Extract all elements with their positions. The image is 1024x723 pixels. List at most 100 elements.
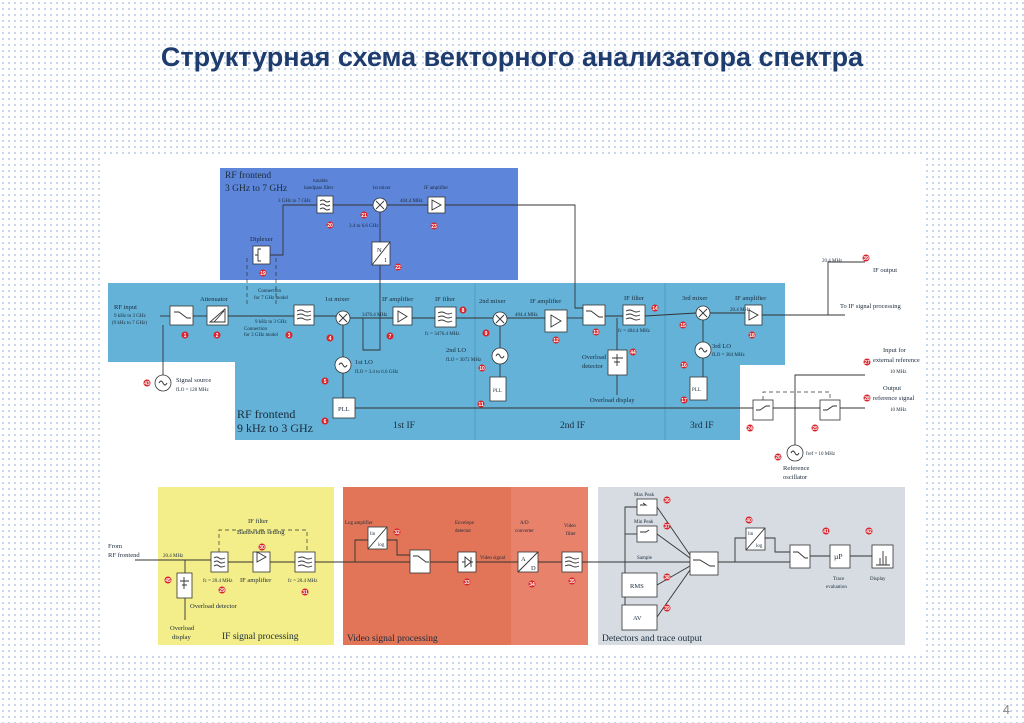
label: 20.4 MHz xyxy=(163,554,184,559)
label: fc = 20.4 MHz xyxy=(203,579,233,584)
label: A/D xyxy=(520,521,529,526)
amplifier-icon xyxy=(550,314,562,328)
badge: 34 xyxy=(528,580,536,588)
label: IF amplifier xyxy=(424,186,448,191)
switch-icon xyxy=(413,555,429,563)
svg-text:16: 16 xyxy=(681,363,687,369)
diplexer-block xyxy=(252,245,271,265)
svg-text:28: 28 xyxy=(864,396,870,402)
svg-text:40: 40 xyxy=(746,518,752,524)
svg-text:22: 22 xyxy=(395,265,401,271)
filter-icon xyxy=(625,309,641,321)
badge: 18 xyxy=(748,331,756,339)
label: 1st mixer xyxy=(325,296,350,303)
svg-text:23: 23 xyxy=(431,224,437,230)
if-processing-labels: From RF frontend 20.4 MHz IF filter Band… xyxy=(108,518,318,642)
badge: 22 xyxy=(394,263,402,271)
spectrum-icon xyxy=(876,551,890,566)
label: IF filter xyxy=(248,518,269,525)
rms-detector-block xyxy=(621,572,658,598)
label: 9 kHz to 3 GHz xyxy=(255,320,287,325)
region-title: RF frontend xyxy=(237,407,295,421)
svg-text:19: 19 xyxy=(260,271,266,277)
badge: 6 xyxy=(321,417,329,425)
svg-text:17: 17 xyxy=(681,398,687,404)
rf-low-labels: RF input 9 kHz to 3 GHz (9 kHz to 7 GHz)… xyxy=(112,289,767,435)
svg-text:6: 6 xyxy=(324,419,327,425)
svg-text:33: 33 xyxy=(464,580,470,586)
pll-block xyxy=(332,397,356,419)
label: Video signal xyxy=(480,556,506,561)
badge: 43 xyxy=(143,379,151,387)
badge: 42 xyxy=(865,527,873,535)
label: Bandwidth setting xyxy=(237,529,285,536)
switch-icon xyxy=(174,311,191,319)
label: 2nd mixer xyxy=(479,298,506,305)
badge: 19 xyxy=(259,269,267,277)
svg-text:7: 7 xyxy=(389,334,392,340)
label: 10 MHz xyxy=(890,370,907,375)
sine-icon xyxy=(790,450,800,456)
label: 2nd LO xyxy=(446,347,466,354)
badge: 39 xyxy=(862,254,870,262)
label: PLL xyxy=(338,406,350,413)
svg-text:8: 8 xyxy=(462,308,465,314)
label: for 3 GHz model xyxy=(244,333,279,338)
label: 1st mixer xyxy=(372,186,391,191)
label: 3rd LO xyxy=(712,343,731,350)
label: From xyxy=(108,543,122,550)
filter-icon xyxy=(297,556,313,568)
label: fref = 10 MHz xyxy=(806,452,836,457)
region-title: IF signal processing xyxy=(222,632,299,642)
label: RF input xyxy=(114,304,137,311)
label: IF filter xyxy=(435,296,456,303)
badge: 17 xyxy=(680,396,688,404)
stage-label: 1st IF xyxy=(393,421,415,431)
detector-icon xyxy=(612,354,623,366)
filter-icon xyxy=(564,556,580,568)
label: Display xyxy=(870,577,886,582)
label: detector xyxy=(455,529,471,534)
badge: 25 xyxy=(811,424,819,432)
label: Overload xyxy=(582,354,607,361)
label: log xyxy=(378,543,385,548)
svg-text:1: 1 xyxy=(184,333,187,339)
reference-switch-block xyxy=(819,399,841,421)
svg-text:39: 39 xyxy=(863,256,869,262)
badge: 26 xyxy=(774,453,782,461)
region-title: RF frontend xyxy=(225,170,271,181)
label: IF amplifier xyxy=(735,295,767,302)
label: fLO = 3.4 to 6.6 GHz xyxy=(355,370,399,375)
if-amplifier-block xyxy=(427,196,446,214)
badge: 30 xyxy=(258,543,266,551)
label: 3 GHz to 7 GHz xyxy=(278,199,312,204)
badge: 11 xyxy=(477,400,485,408)
svg-text:21: 21 xyxy=(361,213,367,219)
label: tunable xyxy=(313,179,328,184)
badge: 16 xyxy=(680,361,688,369)
diode-icon xyxy=(462,556,473,568)
mixer-icon xyxy=(338,313,348,323)
badge: 10 xyxy=(478,364,486,372)
microprocessor-block xyxy=(829,544,851,569)
label: 1 xyxy=(384,257,387,264)
svg-text:18: 18 xyxy=(749,333,755,339)
video-processing-labels: Log amplifier lin log Envelope detector … xyxy=(345,521,576,644)
label: display xyxy=(172,634,192,641)
rf-high-labels: RF frontend 3 GHz to 7 GHz tunable bandp… xyxy=(225,170,448,264)
label: Video xyxy=(564,524,576,529)
svg-text:20: 20 xyxy=(327,223,333,229)
label: reference signal xyxy=(873,395,915,402)
sine-icon xyxy=(338,362,348,368)
svg-text:24: 24 xyxy=(747,426,753,432)
sine-icon xyxy=(698,347,708,353)
svg-text:29: 29 xyxy=(219,588,225,594)
label: bandpass filter xyxy=(304,186,334,191)
badge: 1 xyxy=(181,331,189,339)
label: 3rd mixer xyxy=(682,295,708,302)
svg-text:14: 14 xyxy=(652,306,658,312)
stage-label: 3rd IF xyxy=(690,421,714,431)
detector-icon xyxy=(180,577,189,589)
svg-text:11: 11 xyxy=(478,402,484,408)
